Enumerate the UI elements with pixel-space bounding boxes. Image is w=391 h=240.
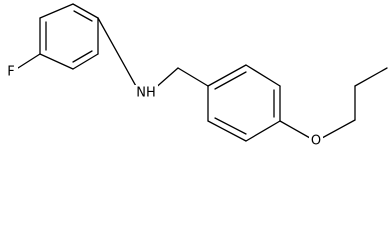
ring-propoxyphenyl — [207, 64, 281, 142]
atom-amine: NH — [134, 85, 158, 101]
bond-a3-a4 — [72, 53, 99, 70]
bond-ring-o — [279, 120, 311, 139]
molecule-structure-diagram: F NH O — [4, 3, 388, 149]
double-bond-a1-a2 — [73, 10, 93, 22]
ring-fluorophenyl — [39, 3, 99, 70]
bond-c-f — [17, 53, 41, 69]
bond-b1-b2 — [207, 64, 247, 87]
bond-b5-b6 — [207, 120, 247, 142]
structure-canvas: F NH O — [4, 3, 388, 149]
double-bond-a3-a4 — [72, 50, 93, 63]
bond-a6-a1 — [39, 3, 74, 19]
atom-oxygen: O — [309, 132, 323, 149]
double-bond-b5-b6 — [214, 117, 247, 135]
bond-c2-c3 — [354, 67, 388, 87]
bond-ring-n — [97, 17, 138, 89]
bond-b4-b5 — [245, 120, 281, 142]
bond-b2-b3 — [245, 64, 281, 87]
double-bond-b1-b2 — [214, 71, 247, 90]
atom-label-nh: NH — [136, 86, 156, 101]
bond-o-c1 — [321, 119, 356, 139]
bond-a4-a5 — [39, 53, 74, 70]
bond-ch2-ring — [177, 67, 209, 87]
atom-fluorine: F — [4, 63, 18, 80]
atom-label-f: F — [7, 65, 14, 80]
bond-a1-a2 — [72, 3, 99, 19]
atom-label-o: O — [311, 134, 321, 149]
